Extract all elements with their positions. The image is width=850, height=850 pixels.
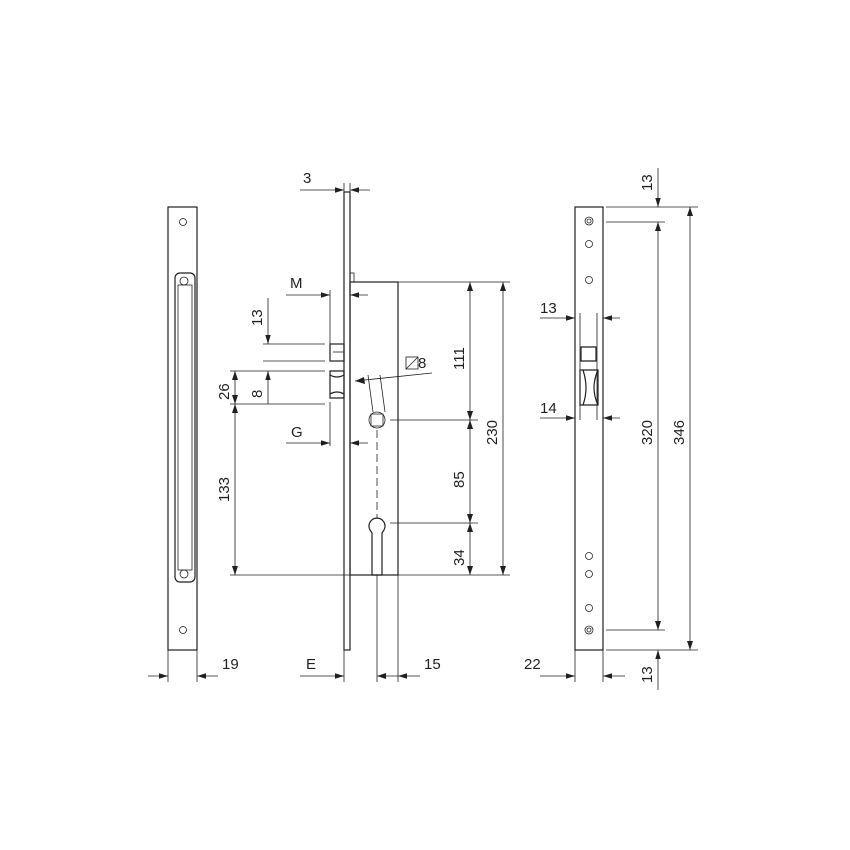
dim-bolt-height: 8 (249, 390, 266, 398)
dim-body-height: 230 (484, 420, 501, 445)
cylinder-hole (368, 517, 386, 576)
dim-bolt-opening: 14 (540, 400, 557, 417)
dim-hole-spacing: 320 (639, 420, 656, 445)
screw-icon (585, 276, 593, 284)
dim-bolt-to-bottom: 133 (216, 477, 233, 502)
latch (329, 343, 345, 362)
mounting-hole-icon (179, 626, 187, 634)
dim-cylinder-offset: 15 (424, 656, 441, 673)
dim-right-strike-width: 22 (524, 656, 541, 673)
dim-top-to-follower: 111 (451, 347, 468, 370)
dim-latch-to-bolt: 26 (216, 383, 233, 400)
screw-icon (179, 276, 189, 286)
dim-faceplate: 3 (303, 170, 311, 187)
follower-square (370, 413, 384, 427)
dim-total-length: 346 (671, 420, 688, 445)
lock-body: 3 M G 13 8 26 133 8 (216, 170, 510, 682)
left-strike-plate: 19 (148, 206, 239, 682)
dim-latch-height: 13 (249, 309, 266, 326)
dim-bolt-projection: G (291, 424, 303, 441)
dim-top-hole-offset: 13 (639, 174, 656, 191)
dim-follower-square: 8 (418, 355, 426, 372)
screw-icon (179, 569, 189, 579)
right-strike-plate: 13 14 22 13 320 346 13 (524, 168, 698, 690)
dim-left-strike-width: 19 (222, 656, 239, 673)
mounting-hole-icon (179, 218, 187, 226)
dim-backset: E (306, 656, 316, 673)
dim-latch-projection: M (290, 275, 303, 292)
deadbolt (329, 370, 345, 399)
screw-icon (585, 570, 593, 578)
dim-bottom-hole-offset: 13 (639, 666, 656, 683)
dim-cylinder-to-bottom: 34 (451, 549, 468, 566)
bolt-opening (579, 369, 599, 406)
latch-opening (580, 346, 597, 362)
dim-latch-opening: 13 (540, 300, 557, 317)
dim-follower-to-cylinder: 85 (451, 471, 468, 488)
